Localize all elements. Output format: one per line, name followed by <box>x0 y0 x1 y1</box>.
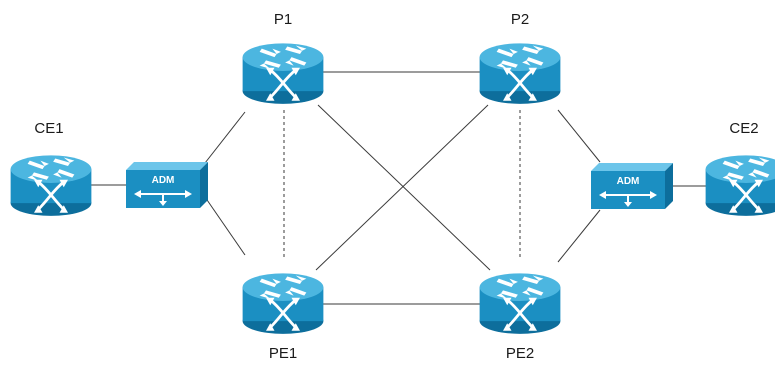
router-pe2: PE2 <box>478 271 562 362</box>
router-icon <box>241 41 325 106</box>
link-adm-left-pe1 <box>204 196 246 256</box>
router-icon <box>9 153 93 218</box>
router-ce1: CE1 <box>9 120 93 218</box>
router-p1-label: P1 <box>274 11 292 28</box>
router-pe1: PE1 <box>241 271 325 362</box>
router-p2: P2 <box>478 11 562 106</box>
router-icon <box>241 271 325 336</box>
router-p1: P1 <box>241 11 325 106</box>
router-pe1-label: PE1 <box>269 345 297 362</box>
router-ce2: CE2 <box>704 120 775 218</box>
adm-left-label: ADM <box>152 175 175 186</box>
link-p2-adm-right <box>557 109 601 163</box>
router-icon <box>704 153 775 218</box>
link-p2-pe1 <box>315 104 489 271</box>
adm-right-label: ADM <box>617 176 640 187</box>
router-ce2-label: CE2 <box>729 120 758 137</box>
link-adm-left-p1 <box>204 111 246 164</box>
router-ce1-label: CE1 <box>34 120 63 137</box>
router-pe2-label: PE2 <box>506 345 534 362</box>
link-p1-pe2 <box>317 104 491 271</box>
adm-right: ADM <box>591 163 673 209</box>
router-icon <box>478 271 562 336</box>
links <box>90 71 708 305</box>
router-p2-label: P2 <box>511 11 529 28</box>
link-pe2-adm-right <box>557 209 601 263</box>
adm-left: ADM <box>126 162 208 208</box>
router-icon <box>478 41 562 106</box>
